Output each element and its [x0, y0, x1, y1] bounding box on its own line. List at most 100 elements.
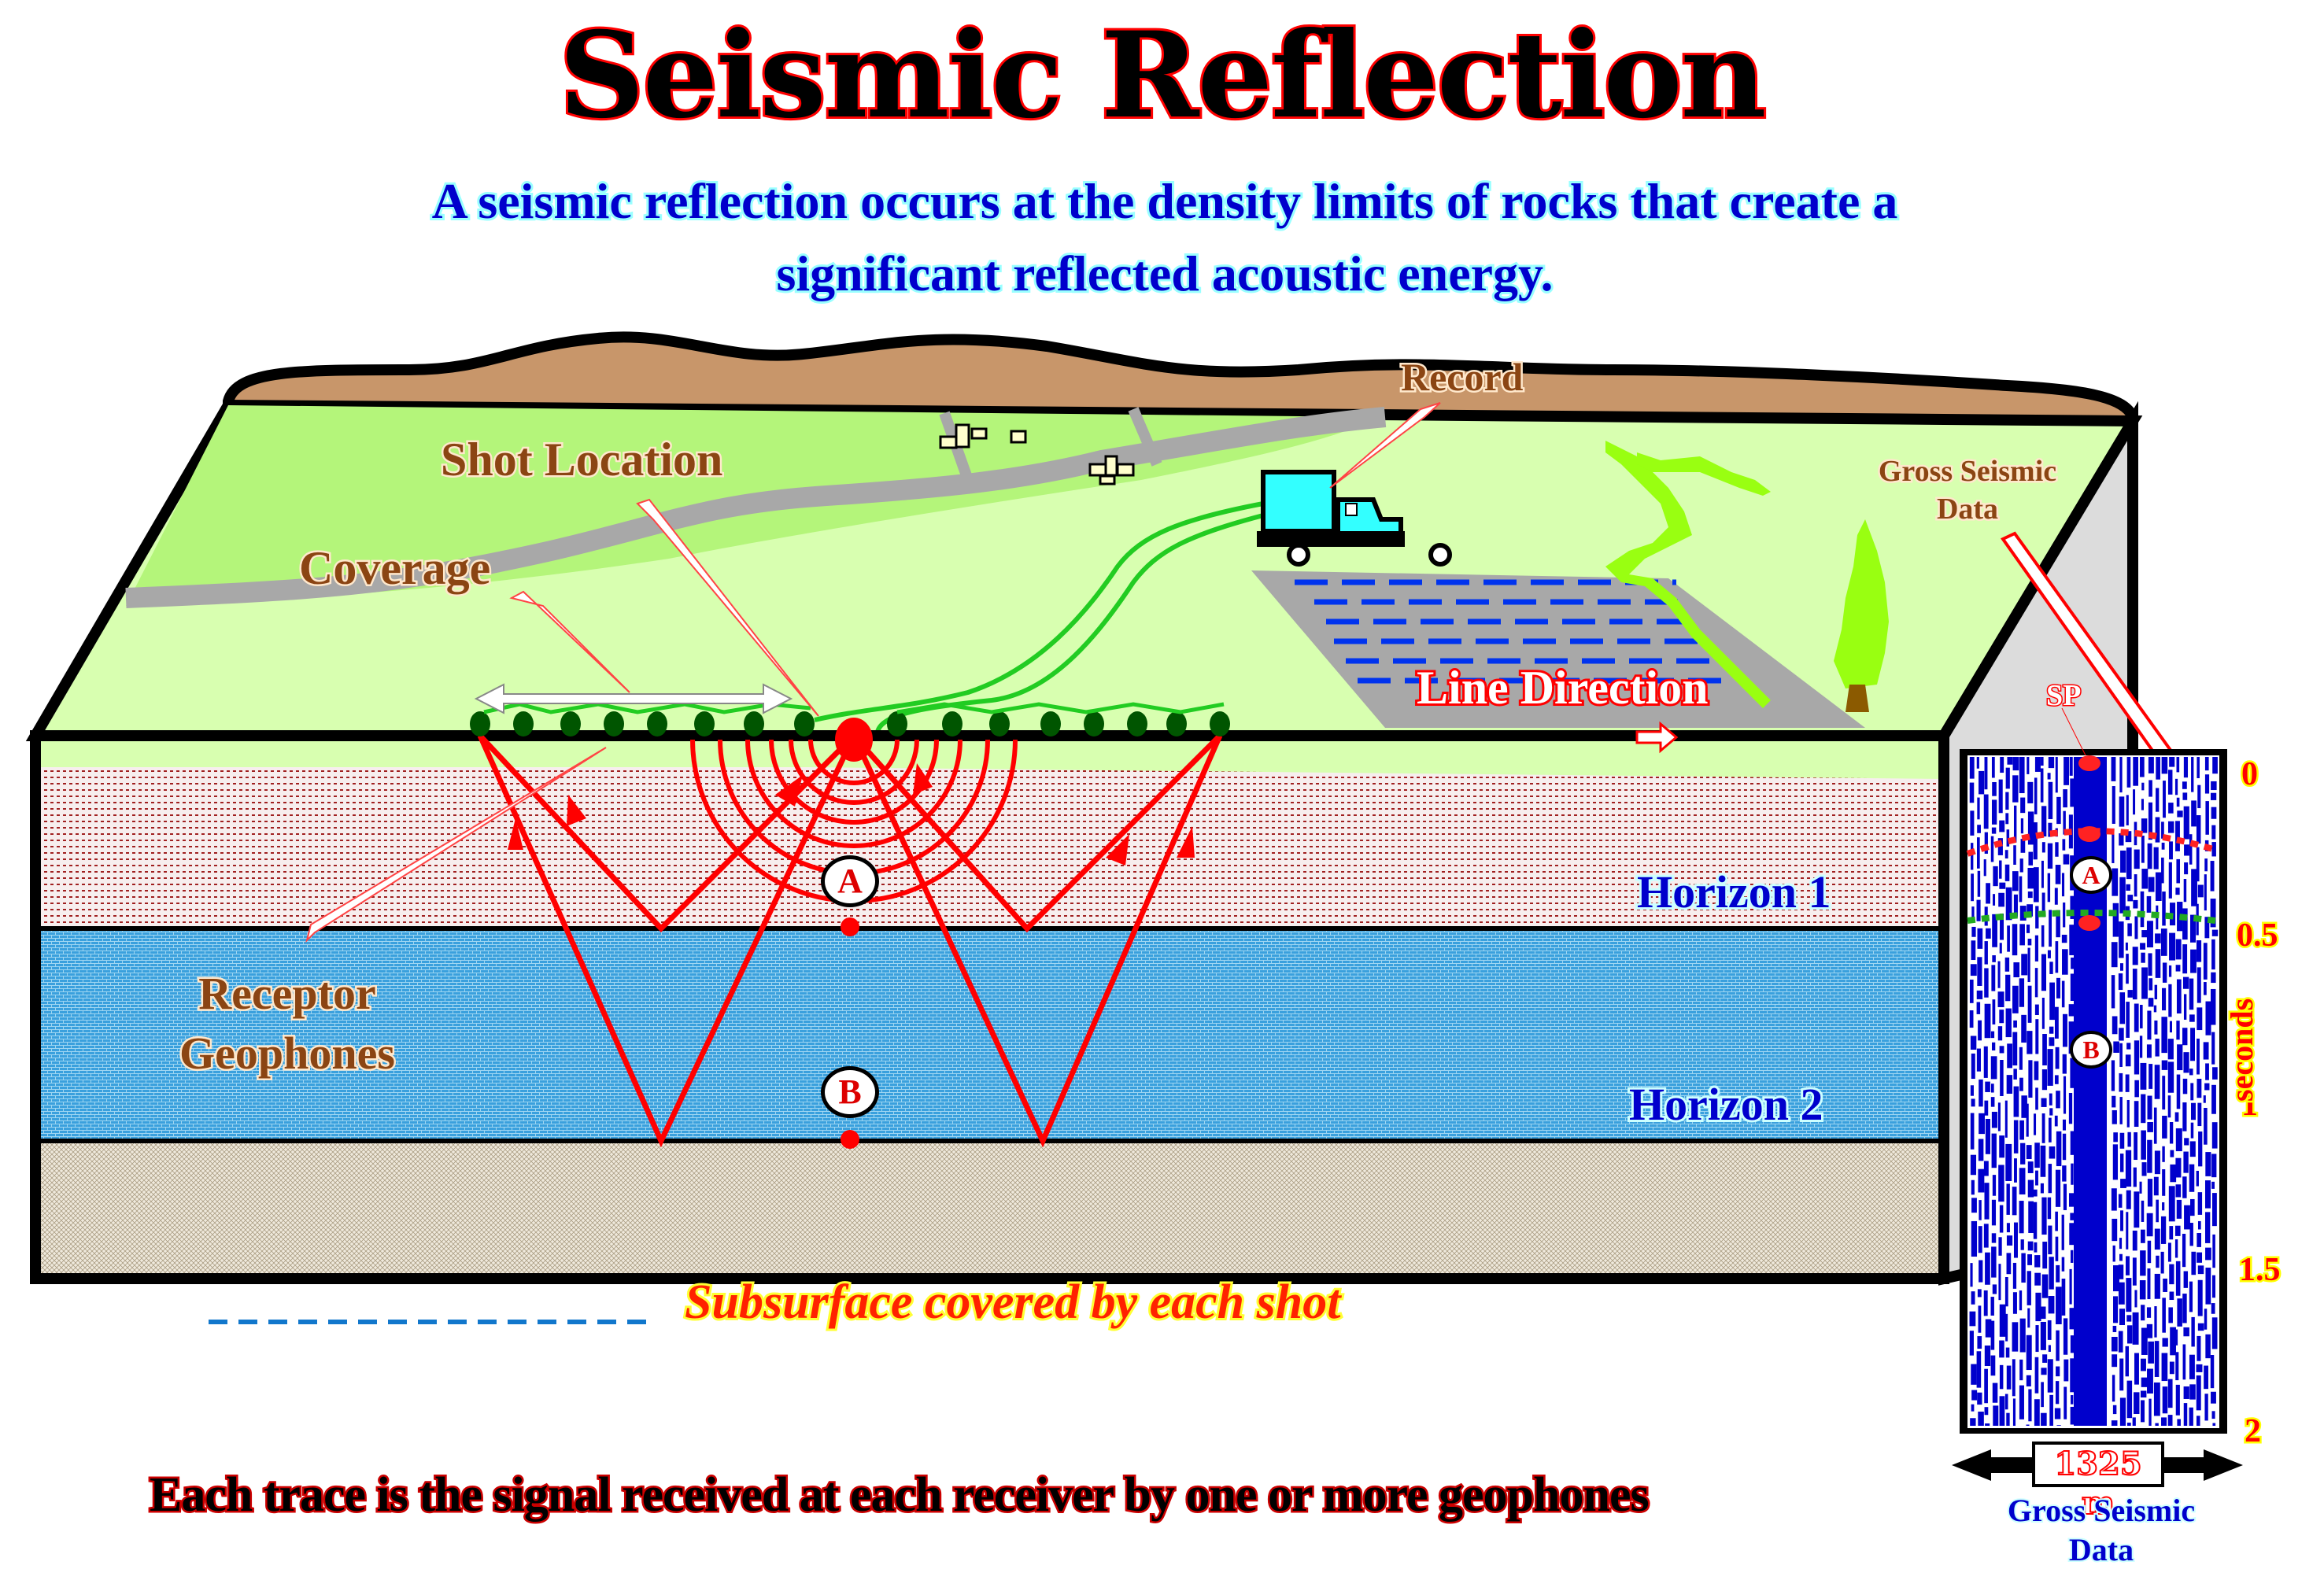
seismic-trace-segment — [2006, 1253, 2012, 1275]
seismic-trace-segment — [2204, 1180, 2211, 1209]
seismic-trace-segment — [1977, 957, 1982, 986]
seismic-trace-segment — [2176, 797, 2180, 807]
subtitle-line-2: significant reflected acoustic energy. — [774, 243, 1555, 304]
seismic-trace-segment — [2154, 1273, 2160, 1299]
seismic-trace-segment — [2005, 1347, 2010, 1358]
seismic-trace-segment — [2162, 962, 2167, 983]
seismic-trace-segment — [2035, 1325, 2039, 1353]
seismic-trace-segment — [2147, 1368, 2153, 1394]
seismic-trace-segment — [2196, 1375, 2201, 1411]
seismic-trace-segment — [2019, 1047, 2023, 1070]
seismic-trace-segment — [1998, 1165, 2004, 1202]
seismic-trace-segment — [2212, 1234, 2215, 1268]
seismic-trace-segment — [2203, 1042, 2209, 1060]
seismic-trace-segment — [2071, 957, 2074, 969]
seismic-trace-segment — [2013, 1069, 2017, 1080]
seismic-trace-segment — [2211, 1317, 2218, 1349]
seismic-trace-segment — [2210, 792, 2217, 800]
seismic-trace-segment — [2049, 982, 2055, 1021]
road — [125, 407, 1387, 608]
seismic-trace-segment — [2148, 1398, 2152, 1426]
seismic-trace-segment — [1999, 882, 2006, 889]
seismic-trace-segment — [1984, 832, 1988, 855]
seismic-trace-segment — [1978, 1168, 1985, 1193]
seismic-trace-segment — [1984, 757, 1988, 790]
seismic-trace-segment — [2071, 1163, 2074, 1185]
seismic-trace-segment — [2211, 825, 2216, 840]
seismic-trace-segment — [1971, 873, 1974, 902]
seismic-trace-segment — [2020, 839, 2026, 853]
seismic-trace-segment — [2119, 1309, 2126, 1326]
seismic-trace-segment — [2162, 892, 2166, 926]
seismic-trace-segment — [2167, 770, 2173, 795]
seismic-trace-segment — [2154, 1306, 2157, 1338]
seismic-trace-segment — [2162, 1338, 2168, 1347]
seismic-trace-segment — [2161, 1017, 2167, 1054]
seismic-trace-segment — [2028, 1389, 2032, 1422]
seismic-trace-segment — [2119, 833, 2124, 846]
seismic-trace-segment — [2028, 851, 2034, 866]
seismic-trace-segment — [2055, 1169, 2061, 1207]
seismic-trace-segment — [2196, 1416, 2200, 1426]
seismic-trace-segment — [2134, 916, 2138, 940]
seismic-trace-segment — [2126, 1099, 2130, 1128]
seismic-trace-segment — [2111, 975, 2115, 1009]
seismic-trace-segment — [1983, 794, 1989, 829]
seismic-trace-segment — [2190, 1028, 2195, 1061]
seismic-trace-segment — [2153, 847, 2159, 869]
seismic-trace-segment — [1978, 1226, 1982, 1253]
seismic-trace-segment — [2119, 1028, 2124, 1041]
seismic-trace-segment — [2168, 862, 2172, 899]
seismic-trace-segment — [2127, 923, 2132, 936]
seismic-trace-segment — [1983, 859, 1986, 877]
seismic-trace-segment — [2035, 1170, 2038, 1186]
seismic-trace-segment — [2163, 781, 2166, 818]
seismic-trace-segment — [2155, 1039, 2160, 1057]
seismic-trace-segment — [2134, 849, 2140, 869]
seismic-trace-segment — [2033, 867, 2039, 903]
seismic-trace-segment — [2184, 862, 2189, 875]
time-tick-1-5: 1.5 — [2237, 1250, 2282, 1290]
seismic-trace-segment — [1991, 757, 1995, 778]
seismic-trace-segment — [2154, 1228, 2160, 1250]
seismic-trace-segment — [2006, 1365, 2012, 1390]
seismic-trace-segment — [2061, 980, 2065, 1008]
seismic-trace-segment — [1971, 1179, 1975, 1195]
seismic-trace-segment — [2154, 1341, 2160, 1377]
seismic-trace-segment — [1993, 1405, 1999, 1426]
seismic-trace-segment — [2189, 1281, 2193, 1312]
seismic-trace-segment — [2019, 757, 2025, 794]
seismic-trace-segment — [2141, 952, 2145, 963]
seismic-trace-segment — [2197, 1038, 2200, 1075]
seismic-trace-segment — [2205, 1334, 2211, 1359]
seismic-trace-segment — [2211, 1411, 2215, 1419]
seismic-trace-segment — [2049, 1108, 2053, 1116]
seismic-trace-segment — [1971, 1053, 1975, 1080]
seismic-trace-segment — [1986, 928, 1991, 939]
seismic-trace-segment — [2196, 847, 2200, 882]
seismic-trace-segment — [1991, 1233, 1997, 1243]
seismic-trace-segment — [1997, 1102, 2001, 1131]
seismic-trace-segment — [2034, 1004, 2039, 1016]
seismic-trace-segment — [2147, 1139, 2152, 1173]
seismic-trace-segment — [2190, 1198, 2195, 1216]
seismic-trace-segment — [1979, 1260, 1983, 1283]
seismic-trace-segment — [2069, 757, 2073, 776]
seismic-trace-segment — [2141, 1358, 2146, 1371]
seismic-trace-segment — [2027, 938, 2032, 946]
seismic-trace-segment — [2211, 807, 2217, 819]
seismic-trace-segment — [2183, 1151, 2189, 1173]
seismic-trace-segment — [2141, 967, 2148, 999]
seismic-trace-segment — [2182, 908, 2188, 940]
seismic-trace-segment — [2049, 1257, 2054, 1290]
seismic-trace-segment — [2167, 1095, 2171, 1118]
seismic-trace-segment — [2070, 778, 2075, 807]
seismic-trace-segment — [2112, 1218, 2118, 1242]
seismic-trace-segment — [2119, 963, 2123, 971]
seismic-trace-segment — [2182, 792, 2188, 800]
seismic-trace-segment — [2147, 1179, 2153, 1207]
seismic-trace-segment — [2041, 1306, 2046, 1320]
seismic-trace-segment — [1998, 779, 2003, 814]
seismic-trace-segment — [2035, 1292, 2041, 1322]
